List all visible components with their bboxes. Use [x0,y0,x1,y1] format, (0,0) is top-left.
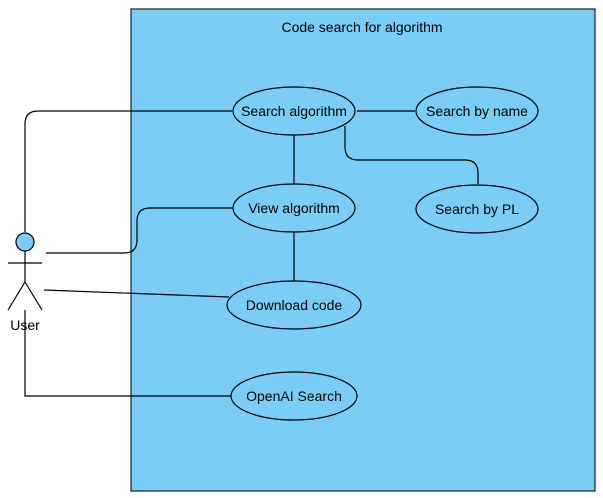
use-case-label: Search algorithm [241,103,347,119]
actor-user[interactable]: User [7,232,43,333]
actor-head-icon [15,232,35,252]
use-case-label: View algorithm [248,200,340,216]
search-pl-link [344,126,479,184]
use-case-ellipse [232,183,356,233]
use-case-ellipse [230,371,358,421]
actor-openai-search-link [24,310,231,397]
use-case-search-algorithm[interactable]: Search algorithm [232,86,356,136]
use-case-view-algorithm[interactable]: View algorithm [232,183,356,233]
use-case-ellipse [232,86,356,136]
use-case-download-code[interactable]: Download code [226,280,362,330]
system-title: Code search for algorithm [281,19,442,35]
actor-search-algorithm-link [24,110,232,232]
actor-label: User [10,317,40,333]
use-case-ellipse [226,280,362,330]
use-case-label: Search by name [426,103,528,119]
use-case-label: OpenAI Search [246,388,342,404]
actor-view-algorithm-link [46,207,233,254]
use-case-label: Download code [246,297,343,313]
use-case-ellipse [415,86,539,136]
connectors [24,110,479,397]
use-case-openai-search[interactable]: OpenAI Search [230,371,358,421]
system-boundary [130,8,596,492]
use-case-label: Search by PL [435,201,519,217]
use-case-search-by-name[interactable]: Search by name [415,86,539,136]
use-case-ellipse [415,184,539,234]
actor-download-code-link [43,289,230,298]
actor-body-icon [7,251,43,311]
use-case-search-by-pl[interactable]: Search by PL [415,184,539,234]
